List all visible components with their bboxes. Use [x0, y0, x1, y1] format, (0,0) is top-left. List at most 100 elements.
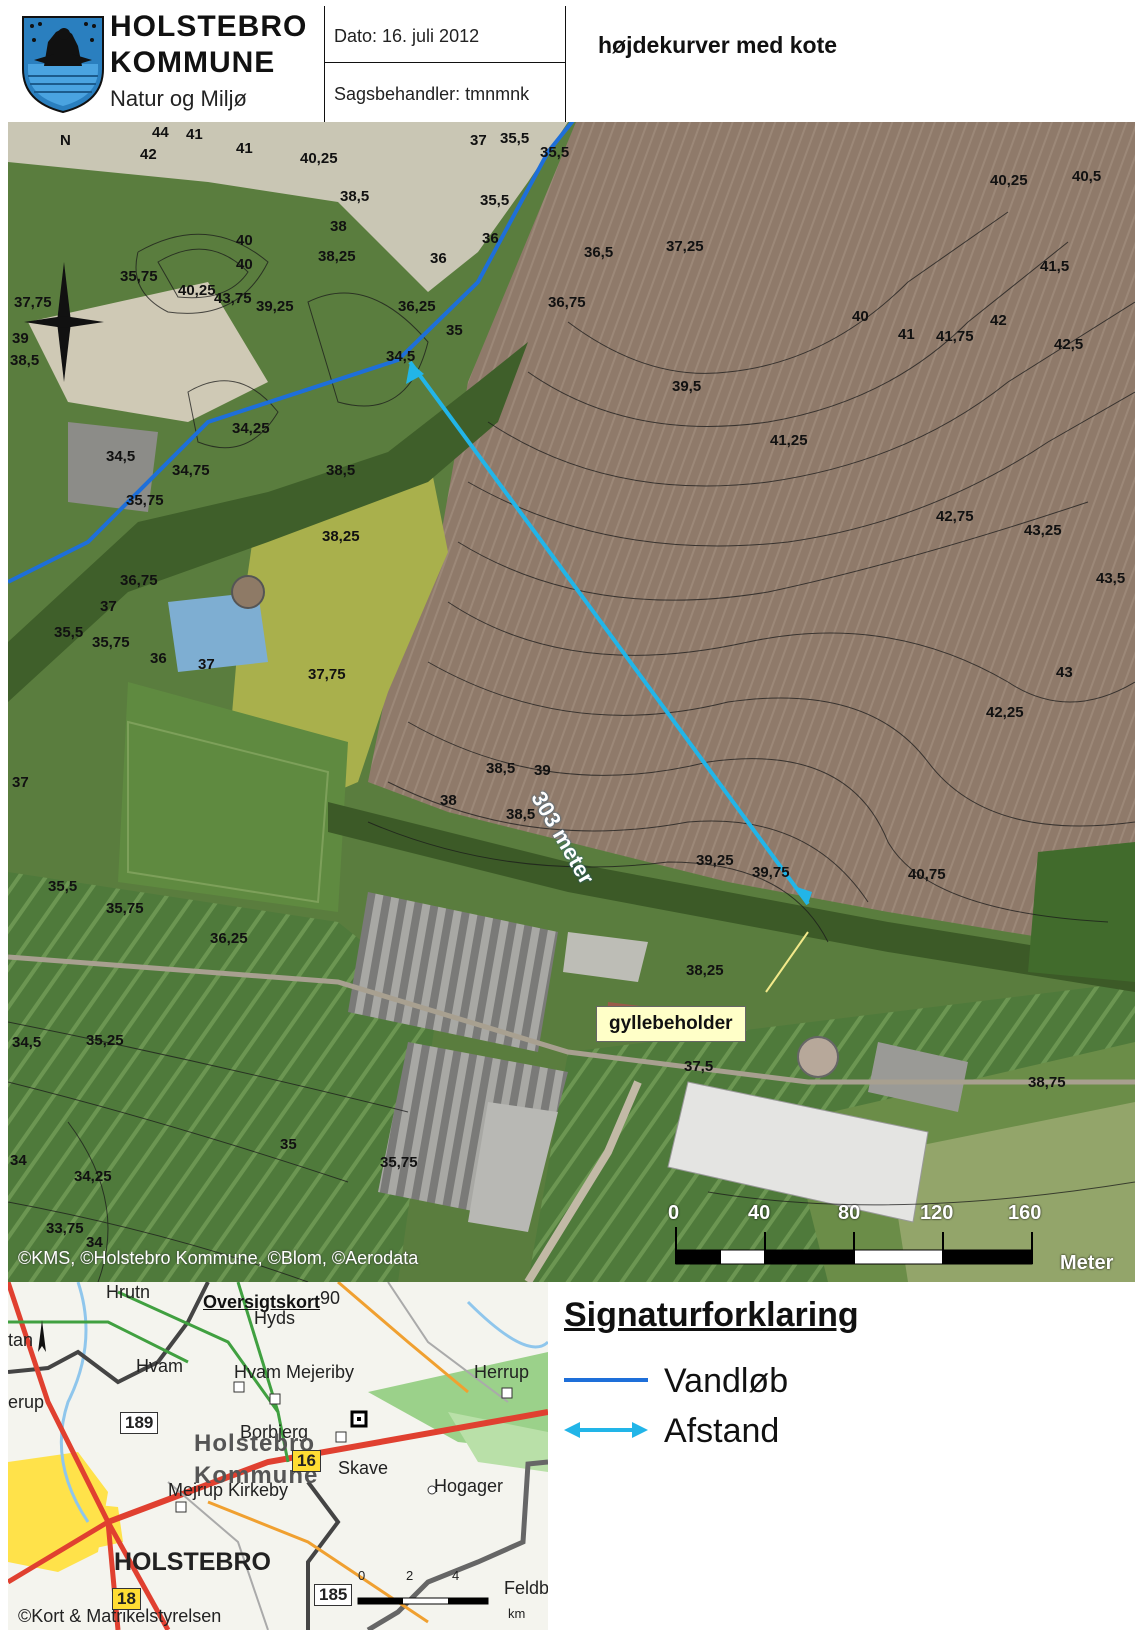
contour-label: 35,5 — [54, 624, 84, 641]
date-row: Dato: 16. juli 2012 — [324, 6, 565, 63]
legend-item-vandlob: Vandløb — [564, 1360, 964, 1410]
contour-label: 34,25 — [232, 420, 270, 437]
contour-label: 41 — [236, 140, 253, 157]
legend-panel: Signaturforklaring Vandløb Afstand — [548, 1282, 1135, 1630]
contour-label: 41,5 — [1040, 258, 1070, 275]
contour-label: 36,75 — [120, 572, 158, 589]
handler-row: Sagsbehandler: tmnmnk — [324, 64, 565, 121]
road-number-badge: 18 — [112, 1588, 141, 1610]
contour-label: 38,5 — [340, 188, 370, 205]
overview-place-label: Hvam — [136, 1356, 184, 1376]
copyright-text: ©KMS, ©Holstebro Kommune, ©Blom, ©Aeroda… — [18, 1248, 419, 1268]
aerial-photo — [8, 122, 1135, 1282]
contour-label: 33,75 — [46, 1220, 84, 1237]
contour-label: 41 — [186, 126, 203, 143]
contour-label: 38 — [330, 218, 347, 235]
overview-place-label: Feldb — [504, 1578, 549, 1598]
scale-tick-160: 160 — [1008, 1202, 1042, 1224]
scale-tick-80: 80 — [838, 1202, 861, 1224]
overview-place-label: Hyds — [254, 1308, 296, 1328]
contour-label: 39,5 — [672, 378, 702, 395]
contour-label: 37,5 — [684, 1058, 714, 1075]
overview-place-label: HOLSTEBRO — [114, 1548, 271, 1576]
contour-label: 35,75 — [92, 634, 130, 651]
contour-label: 44 — [152, 124, 169, 141]
holstebro-crest-icon — [22, 16, 104, 114]
contour-label: 35,75 — [126, 492, 164, 509]
logo-block: HOLSTEBRO KOMMUNE Natur og Miljø — [8, 6, 325, 122]
watercourse-symbol-icon — [564, 1378, 648, 1382]
contour-label: 38 — [440, 792, 457, 809]
contour-label: 36,75 — [548, 294, 586, 311]
contour-label: 40 — [852, 308, 869, 325]
contour-label: 36 — [430, 250, 447, 267]
contour-label: 37 — [470, 132, 487, 149]
contour-label: 34,75 — [172, 462, 210, 479]
contour-label: 37,75 — [14, 294, 52, 311]
contour-label: 35,5 — [540, 144, 570, 161]
contour-label: 34 — [86, 1234, 103, 1251]
contour-label: 34,25 — [74, 1168, 112, 1185]
contour-label: 37,75 — [308, 666, 346, 683]
overview-place-label: Hrutn — [106, 1282, 151, 1302]
contour-label: 35,25 — [86, 1032, 124, 1049]
contour-label: 38,5 — [326, 462, 356, 479]
contour-label: 40 — [236, 256, 253, 273]
contour-label: 34,5 — [12, 1034, 42, 1051]
contour-label: 35 — [280, 1136, 297, 1153]
overview-place-label: Hogager — [434, 1476, 504, 1496]
legend-title: Signaturforklaring — [564, 1296, 859, 1334]
contour-label: 39,75 — [752, 864, 790, 881]
contour-label: 35,75 — [106, 900, 144, 917]
contour-label: 42,25 — [986, 704, 1024, 721]
contour-label: 38,75 — [1028, 1074, 1066, 1091]
contour-label: 42,5 — [1054, 336, 1084, 353]
contour-label: 35,5 — [480, 192, 510, 209]
map-title: højdekurver med kote — [598, 32, 838, 58]
contour-label: 41,25 — [770, 432, 808, 449]
contour-label: 40 — [236, 232, 253, 249]
contour-label: 34,5 — [106, 448, 136, 465]
contour-label: 38,25 — [318, 248, 356, 265]
contour-label: 43,5 — [1096, 570, 1126, 587]
title-block: HOLSTEBRO KOMMUNE Natur og Miljø Dato: 1… — [8, 6, 1135, 123]
contour-label: 43,75 — [214, 290, 252, 307]
contour-label: 42 — [990, 312, 1007, 329]
contour-label: 41,75 — [936, 328, 974, 345]
north-label: N — [60, 132, 71, 149]
legend-label: Afstand — [664, 1412, 780, 1450]
contour-label: 38,5 — [486, 760, 516, 777]
overview-place-label: Borbjerg — [240, 1422, 309, 1442]
contour-label: 35,75 — [120, 268, 158, 285]
overview-place-label: ©Kort & Matrikelstyrelsen — [18, 1606, 222, 1626]
contour-label: 36 — [482, 230, 499, 247]
overview-map-graphic — [8, 1282, 548, 1630]
legend-item-afstand: Afstand — [564, 1410, 964, 1460]
scale-tick-0: 0 — [668, 1202, 680, 1224]
contour-label: 38,5 — [10, 352, 40, 369]
contour-label: 43,25 — [1024, 522, 1062, 539]
overview-place-label: Herrup — [474, 1362, 530, 1382]
aerial-map[interactable]: N 44 41 42 41 40,25 37 35,5 35,5 38,5 35,5 38 36 40 4… — [8, 122, 1135, 1283]
contour-label: 40,25 — [990, 172, 1028, 189]
contour-label: 37 — [100, 598, 117, 615]
contour-label: 39 — [12, 330, 29, 347]
overview-place-label: erup — [8, 1392, 45, 1412]
contour-label: 42,75 — [936, 508, 974, 525]
contour-label: 38,25 — [686, 962, 724, 979]
road-number-badge: 189 — [120, 1412, 159, 1434]
manure-tank-callout: gyllebeholder — [596, 1006, 746, 1042]
contour-label: 36,25 — [210, 930, 248, 947]
contour-label: 37,25 — [666, 238, 704, 255]
scale-tick-120: 120 — [920, 1202, 954, 1224]
contour-label: 41 — [898, 326, 915, 343]
ov-scale-unit: km — [508, 1606, 526, 1621]
north-arrow-icon — [24, 262, 104, 382]
watercourse-line — [8, 122, 575, 584]
ov-scale-4: 4 — [452, 1568, 460, 1583]
ov-scale-0: 0 — [358, 1568, 366, 1583]
contour-label: 40,5 — [1072, 168, 1102, 185]
contour-label: 39 — [534, 762, 551, 779]
contour-label: 36 — [150, 650, 167, 667]
